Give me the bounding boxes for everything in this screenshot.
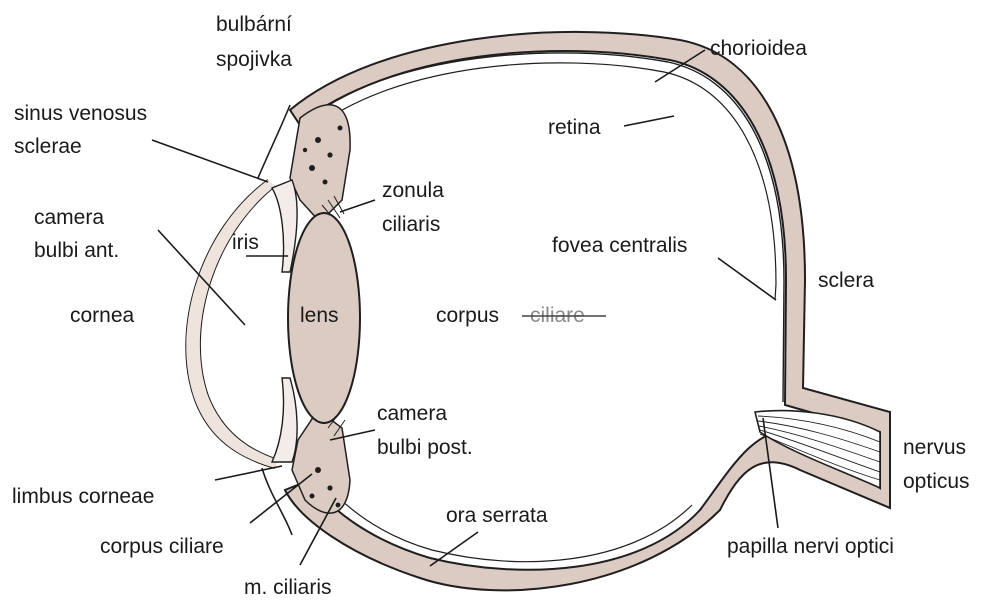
label-sclera: sclera <box>818 269 874 292</box>
cornea-fill <box>186 180 278 468</box>
label-corpus-word1: corpus <box>436 304 499 327</box>
label-cornea: cornea <box>70 304 135 327</box>
ciliary-dot <box>338 126 343 131</box>
chorioidea-line <box>302 53 784 402</box>
label-ora-serrata: ora serrata <box>446 504 548 527</box>
label-retina: retina <box>548 116 601 139</box>
label-zonula-2: ciliaris <box>382 213 440 236</box>
label-lens: lens <box>300 304 339 327</box>
cornea-shape <box>186 180 278 468</box>
leader-ora-serrata <box>430 532 478 566</box>
label-bulbarni-spojivka-1: bulbární <box>216 13 292 36</box>
ciliary-dot <box>310 494 315 499</box>
leader-zonula <box>340 200 375 212</box>
ciliary-body-upper <box>290 105 350 222</box>
label-sinus-venosus-1: sinus venosus <box>14 102 147 125</box>
label-camera-ant-1: camera <box>34 206 104 229</box>
leader-fovea <box>718 258 776 300</box>
labels: bulbární spojivka sinus venosus sclerae … <box>12 13 970 599</box>
ciliary-dot <box>315 137 321 143</box>
ciliary-dot <box>327 485 332 490</box>
leader-retina <box>624 116 674 126</box>
label-sinus-venosus-2: sclerae <box>14 135 82 158</box>
ciliary-dot <box>327 152 332 157</box>
label-fovea-centralis: fovea centralis <box>552 234 687 257</box>
label-corpus-ciliare-bottom: corpus ciliare <box>100 535 224 558</box>
leader-sinus-venosus <box>152 140 268 182</box>
ciliary-dot <box>309 165 315 171</box>
ciliary-dot <box>336 503 341 508</box>
conjunctiva-top <box>258 105 290 178</box>
label-nervus-2: opticus <box>903 470 970 493</box>
label-bulbarni-spojivka-2: spojivka <box>216 48 292 71</box>
label-iris: iris <box>232 231 259 254</box>
ciliary-dot <box>303 148 307 152</box>
label-zonula-1: zonula <box>382 179 444 202</box>
ciliary-dot <box>323 180 328 185</box>
label-chorioidea: chorioidea <box>710 37 807 60</box>
label-nervus-1: nervus <box>903 436 966 459</box>
iris-lower <box>272 378 297 462</box>
label-camera-post-1: camera <box>377 402 447 425</box>
leader-limbus <box>215 466 282 480</box>
label-camera-post-2: bulbi post. <box>377 436 473 459</box>
label-m-ciliaris: m. ciliaris <box>244 576 332 599</box>
label-camera-ant-2: bulbi ant. <box>34 239 119 262</box>
label-papilla-nervi-optici: papilla nervi optici <box>727 535 894 558</box>
label-limbus-corneae: limbus corneae <box>12 485 154 508</box>
ciliary-dot <box>315 467 321 473</box>
